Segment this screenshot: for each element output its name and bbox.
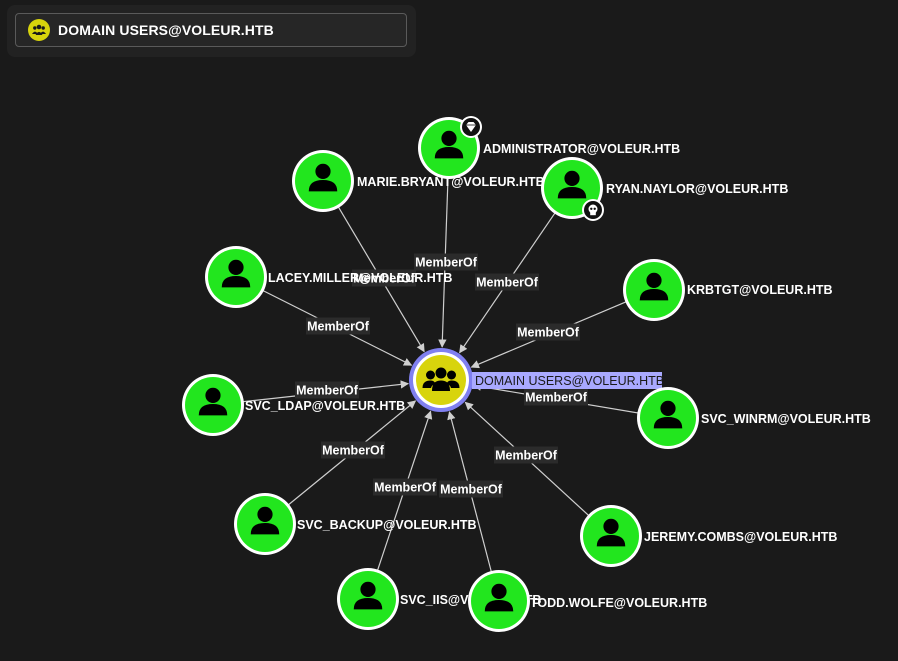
edge-label-krbtgt[interactable]: MemberOf (516, 323, 580, 341)
edge-label-svc-winrm[interactable]: MemberOf (524, 388, 588, 406)
edge-label-text: MemberOf (415, 256, 478, 270)
node-ryan[interactable]: RYAN.NAYLOR@VOLEUR.HTB (541, 157, 788, 221)
edge-label-bg (414, 253, 478, 271)
node-krbtgt[interactable]: KRBTGT@VOLEUR.HTB (623, 259, 833, 321)
node-svc-ldap[interactable]: SVC_LDAP@VOLEUR.HTB (182, 374, 405, 436)
group-icon (28, 19, 50, 41)
node-label: SVC_WINRM@VOLEUR.HTB (701, 412, 871, 426)
edge-label-todd[interactable]: MemberOf (439, 480, 503, 498)
edge-label-text: MemberOf (322, 444, 385, 458)
edge-label-administrator[interactable]: MemberOf (414, 253, 478, 271)
node-label: SVC_LDAP@VOLEUR.HTB (245, 399, 405, 413)
edge-label-bg (373, 478, 437, 496)
selected-node-search[interactable]: DOMAIN USERS@VOLEUR.HTB (15, 13, 407, 47)
edge-label-bg (439, 480, 503, 498)
center-node-label: DOMAIN USERS@VOLEUR.HTB (475, 374, 664, 388)
skull-icon (582, 199, 604, 221)
search-panel: DOMAIN USERS@VOLEUR.HTB (7, 5, 416, 57)
node-label: SVC_BACKUP@VOLEUR.HTB (297, 518, 477, 532)
edge-label-bg (306, 317, 370, 335)
edge-label-marie[interactable]: MemberOf (352, 269, 416, 287)
edge-label-bg (352, 269, 416, 287)
edge-label-lacey[interactable]: MemberOf (306, 317, 370, 335)
edge-label-jeremy[interactable]: MemberOf (494, 446, 558, 464)
node-administrator[interactable]: ADMINISTRATOR@VOLEUR.HTB (418, 116, 680, 179)
edge-label-bg (516, 323, 580, 341)
node-jeremy[interactable]: JEREMY.COMBS@VOLEUR.HTB (580, 505, 837, 567)
edge-label-svc-iis[interactable]: MemberOf (373, 478, 437, 496)
edge-label-ryan[interactable]: MemberOf (475, 273, 539, 291)
node-label: JEREMY.COMBS@VOLEUR.HTB (644, 530, 837, 544)
nodes-layer: ADMINISTRATOR@VOLEUR.HTB MARIE.BRYANT@VOL… (182, 116, 871, 632)
node-label: MARIE.BRYANT@VOLEUR.HTB (357, 175, 545, 189)
node-marie[interactable]: MARIE.BRYANT@VOLEUR.HTB (292, 150, 545, 212)
node-label: KRBTGT@VOLEUR.HTB (687, 283, 833, 297)
center-node-label-bg (472, 372, 662, 389)
edge-label-text: MemberOf (296, 384, 359, 398)
edge-label-text: MemberOf (525, 391, 588, 405)
edge-label-text: MemberOf (440, 483, 503, 497)
node-label: LACEY.MILLER@VOLEUR.HTB (268, 271, 452, 285)
node-svc-winrm[interactable]: SVC_WINRM@VOLEUR.HTB (637, 387, 871, 449)
edge-label-bg (494, 446, 558, 464)
edge-label-bg (475, 273, 539, 291)
edge-label-text: MemberOf (374, 481, 437, 495)
gem-icon (460, 116, 482, 138)
edge-label-svc-backup[interactable]: MemberOf (321, 441, 385, 459)
edge-label-text: MemberOf (476, 276, 539, 290)
node-label: RYAN.NAYLOR@VOLEUR.HTB (606, 182, 788, 196)
edge-label-bg (524, 388, 588, 406)
edge-label-text: MemberOf (517, 326, 580, 340)
node-label: ADMINISTRATOR@VOLEUR.HTB (483, 142, 680, 156)
center-node-domain-users[interactable]: DOMAIN USERS@VOLEUR.HTB (409, 348, 664, 412)
selected-node-name: DOMAIN USERS@VOLEUR.HTB (58, 22, 274, 38)
node-lacey[interactable]: LACEY.MILLER@VOLEUR.HTB (205, 246, 452, 308)
edge-label-svc-ldap[interactable]: MemberOf (295, 381, 359, 399)
node-label: TODD.WOLFE@VOLEUR.HTB (530, 596, 707, 610)
edge-label-bg (295, 381, 359, 399)
edge-label-bg (321, 441, 385, 459)
edge-label-text: MemberOf (495, 449, 558, 463)
edge-label-text: MemberOf (307, 320, 370, 334)
center-node-circle[interactable] (416, 355, 466, 405)
node-svc-backup[interactable]: SVC_BACKUP@VOLEUR.HTB (234, 493, 477, 555)
node-todd[interactable]: TODD.WOLFE@VOLEUR.HTB (468, 570, 707, 632)
edge-label-text: MemberOf (353, 272, 416, 286)
